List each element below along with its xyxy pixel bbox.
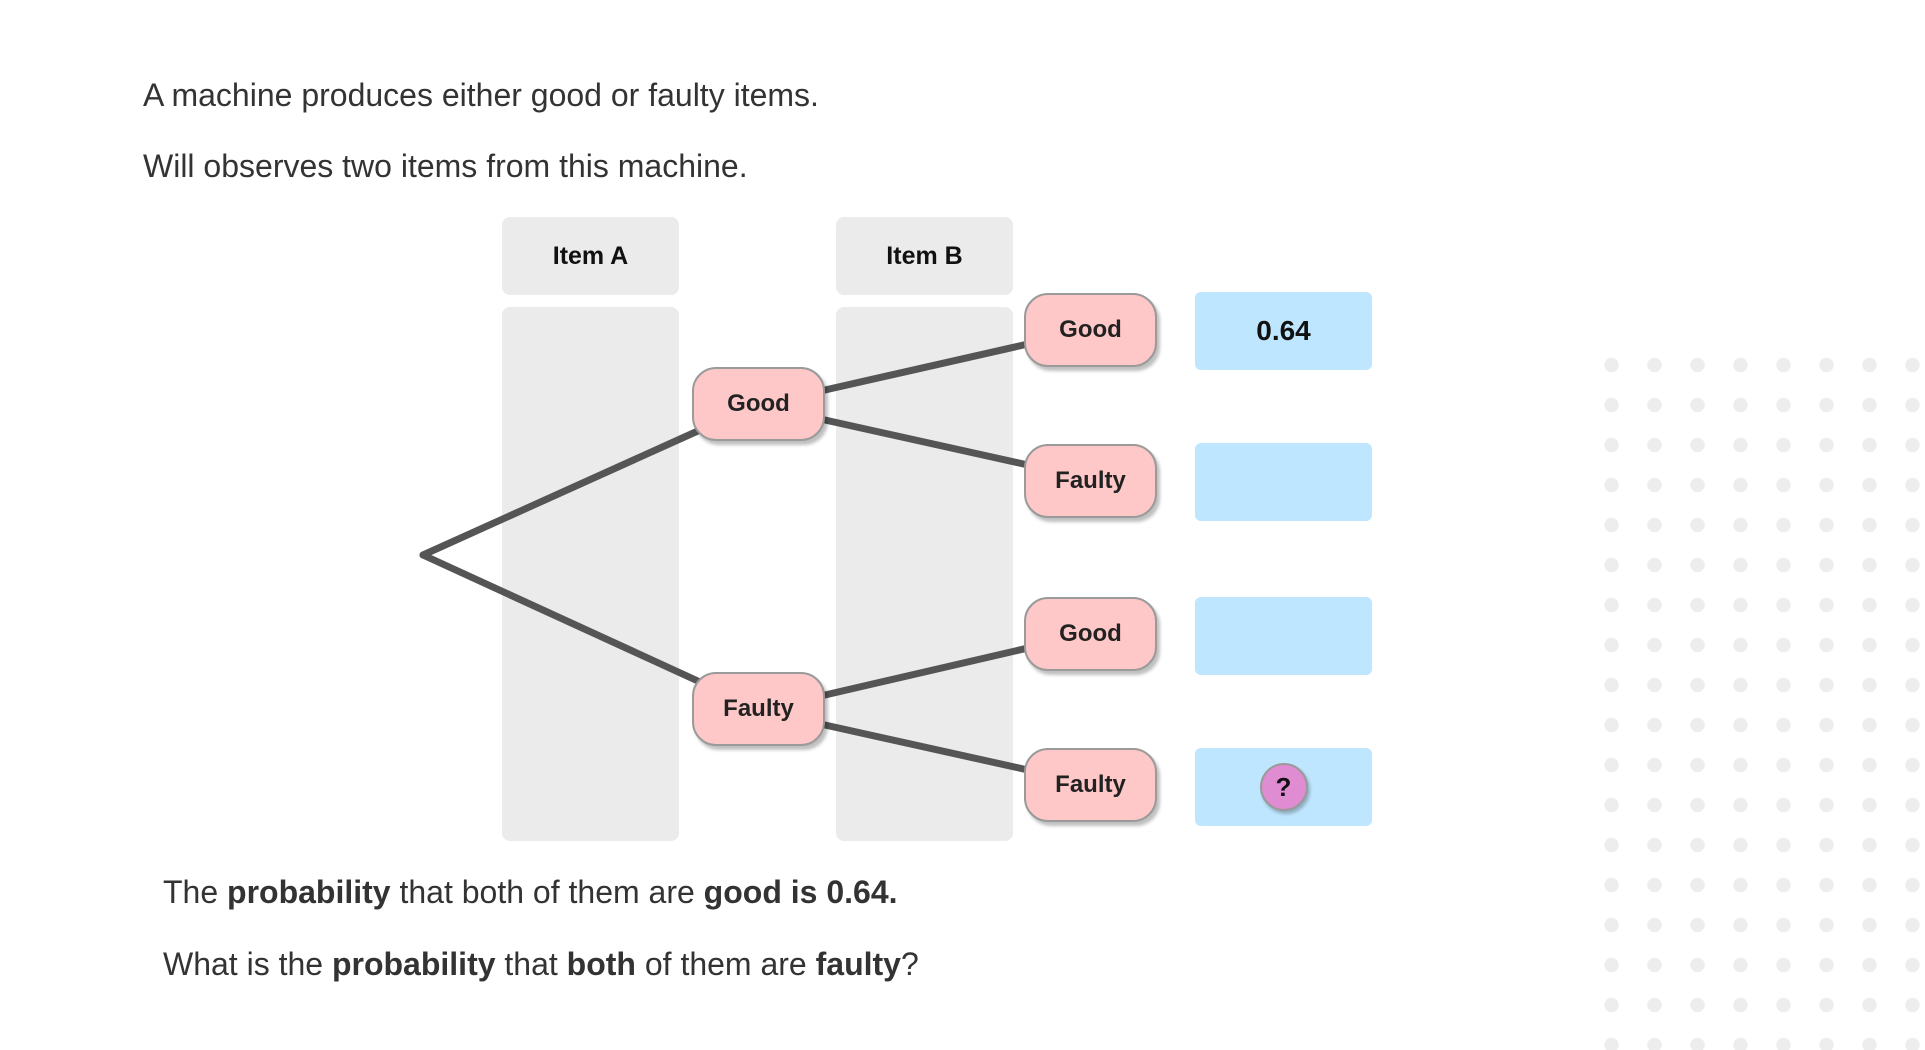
branch-root-good <box>419 426 704 559</box>
text-bold-segment: probability <box>227 874 391 910</box>
intro-line-2: Will observes two items from this machin… <box>143 148 748 184</box>
question-line-1: The probability that both of them are go… <box>163 872 898 912</box>
text-segment: that <box>495 946 567 982</box>
result-faulty-faulty: ? <box>1195 748 1372 826</box>
intro-line-1: A machine produces either good or faulty… <box>143 77 819 113</box>
node-b-good-2: Good <box>1024 597 1157 671</box>
text-bold-segment: probability <box>331 946 496 982</box>
question-line-2: What is the probability that both of the… <box>163 944 919 984</box>
header-item-a: Item A <box>502 217 679 295</box>
dot-pattern-decoration <box>1590 345 1925 1050</box>
result-good-faulty <box>1195 443 1372 521</box>
text-segment: What is the <box>163 946 332 982</box>
branch-root-faulty <box>419 551 704 686</box>
text-bold-segment: both <box>566 946 636 982</box>
node-a-faulty: Faulty <box>692 672 825 746</box>
text-bold-segment: faulty <box>815 946 901 982</box>
node-b-faulty-1: Faulty <box>1024 444 1157 518</box>
text-segment: The <box>163 874 228 910</box>
node-b-faulty-2: Faulty <box>1024 748 1157 822</box>
text-segment: ? <box>900 946 919 982</box>
node-b-good-1: Good <box>1024 293 1157 367</box>
question-mark-icon: ? <box>1259 763 1308 811</box>
result-faulty-good <box>1195 597 1372 675</box>
result-good-good: 0.64 <box>1195 292 1372 370</box>
branch-good-good <box>821 340 1032 394</box>
branch-faulty-good <box>821 644 1032 699</box>
text-segment: of them are <box>635 946 816 982</box>
branch-faulty-faulty <box>821 721 1032 774</box>
column-item-a <box>502 307 679 841</box>
header-item-b: Item B <box>836 217 1013 295</box>
text-segment: that both of them are <box>390 874 704 910</box>
branch-good-faulty <box>821 416 1032 469</box>
text-bold-segment: good is 0.64. <box>703 874 898 910</box>
node-a-good: Good <box>692 367 825 441</box>
column-item-b <box>836 307 1013 841</box>
